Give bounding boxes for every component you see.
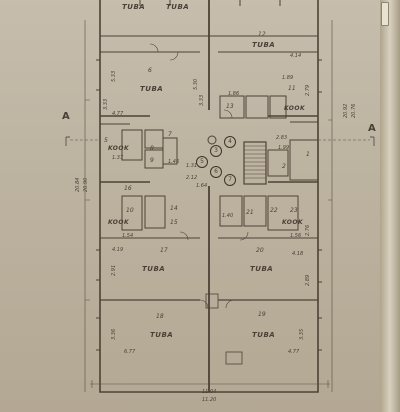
- dimension: 3.35: [299, 328, 305, 340]
- circled-marker: 7: [224, 174, 236, 186]
- dimension: 2.76: [305, 224, 311, 236]
- dimension: 2.91: [111, 264, 117, 276]
- room-name: TUBA: [150, 331, 174, 339]
- room-number: 16: [124, 185, 132, 192]
- paper-edge: [380, 0, 400, 412]
- dimension: 1.54: [122, 233, 134, 239]
- room-number: 14: [170, 205, 178, 212]
- circled-marker: 4: [224, 136, 236, 148]
- room-number: 8: [150, 145, 154, 152]
- dimension: 2.83: [276, 135, 288, 141]
- dimension: 5.30: [193, 78, 199, 90]
- dimension: 1.86: [228, 91, 240, 97]
- room-number: 12: [258, 31, 266, 38]
- dimension: 1.56: [290, 233, 302, 239]
- dimension: 11.20: [202, 397, 217, 403]
- room-name: KOOK: [108, 145, 130, 152]
- room-name: KOOK: [282, 219, 304, 226]
- room-name: KOOK: [284, 105, 306, 112]
- room-number: 7: [168, 131, 172, 138]
- dimension: 1.64: [196, 183, 208, 189]
- room-name: KOOK: [108, 219, 130, 226]
- dimension: 4.14: [290, 53, 302, 59]
- room-name: TUBA: [252, 331, 276, 339]
- dimension: 1.99: [278, 145, 290, 151]
- dimension: 3.33: [103, 98, 109, 110]
- circled-marker: 3: [210, 145, 222, 157]
- dimension: 20.90: [83, 177, 89, 192]
- room-name: TUBA: [140, 85, 164, 93]
- room-number: 18: [156, 313, 164, 320]
- dimension: 1.89: [282, 75, 294, 81]
- dimension: 2.79: [305, 84, 311, 96]
- dimension: 6.77: [124, 349, 136, 355]
- section-marker-right: A: [368, 123, 376, 134]
- room-number: 11: [288, 85, 296, 92]
- dimension: 5.33: [111, 70, 117, 82]
- dimension: 3.33: [199, 94, 205, 106]
- room-name: TUBA: [166, 3, 190, 11]
- dimension: 3.36: [111, 328, 117, 340]
- room-number: 1: [306, 151, 310, 158]
- room-name: TUBA: [122, 3, 146, 11]
- room-name: TUBA: [250, 265, 274, 273]
- room-number: 17: [160, 247, 168, 254]
- circled-marker: 6: [210, 166, 222, 178]
- room-name: TUBA: [142, 265, 166, 273]
- paper-tab: [381, 2, 389, 26]
- dimension: 4.77: [288, 349, 300, 355]
- dimension: 1.31: [186, 163, 198, 169]
- dimension: 1.46: [168, 159, 180, 165]
- room-number: 10: [126, 207, 134, 214]
- room-number: 13: [226, 103, 234, 110]
- room-number: 19: [258, 311, 266, 318]
- room-number: 9: [150, 157, 154, 164]
- room-number: 21: [246, 209, 254, 216]
- dimension: 20.76: [351, 103, 357, 118]
- room-number: 15: [170, 219, 178, 226]
- dimension: 4.19: [112, 247, 124, 253]
- room-number: 5: [104, 137, 108, 144]
- dimension: 2.12: [186, 175, 198, 181]
- room-number: 20: [256, 247, 264, 254]
- dimension: 4.18: [292, 251, 304, 257]
- room-number: 23: [290, 207, 298, 214]
- dimension: 2.89: [305, 274, 311, 286]
- dimension: 1.37: [112, 155, 124, 161]
- section-marker-left: A: [62, 111, 70, 122]
- dimension: 20.84: [75, 177, 81, 192]
- dimension: 4.77: [112, 111, 124, 117]
- dimension: 11.04: [202, 389, 217, 395]
- room-number: 2: [282, 163, 286, 170]
- dimension: 1.40: [222, 213, 234, 219]
- room-name: TUBA: [252, 41, 276, 49]
- circled-marker: 5: [196, 156, 208, 168]
- dimension: 20.92: [343, 103, 349, 118]
- room-number: 22: [270, 207, 278, 214]
- room-number: 6: [148, 67, 152, 74]
